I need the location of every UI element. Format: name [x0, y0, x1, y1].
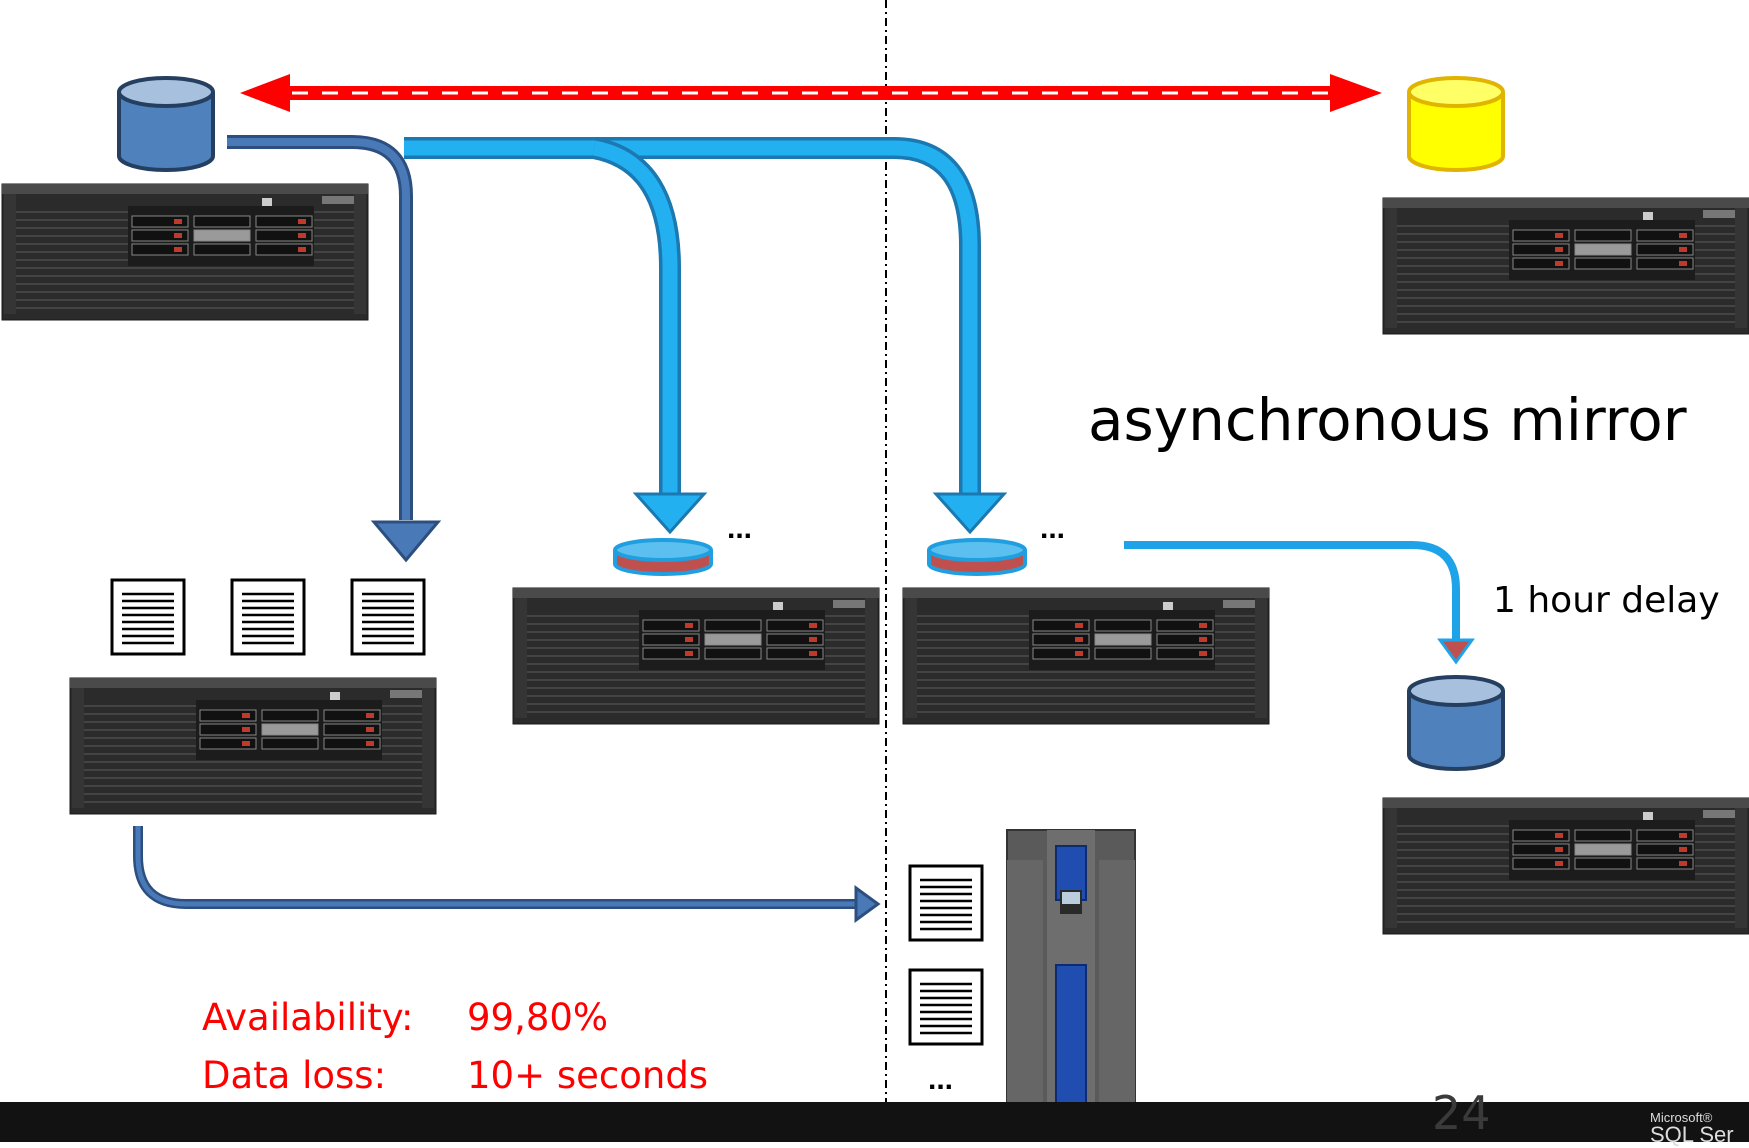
tape-backup-arrow: [133, 826, 881, 923]
availability-value: 99,80%: [467, 996, 609, 1039]
brand-logo: SQL Ser: [1650, 1122, 1734, 1147]
standby-disk-icon: [927, 538, 1027, 576]
primary-database-icon: [117, 76, 215, 172]
delay-arrow: [1124, 541, 1475, 665]
page-number: 24: [1432, 1086, 1491, 1140]
delay-label: 1 hour delay: [1493, 580, 1720, 621]
delayed-server: [1382, 797, 1749, 935]
availability-label: Availability:: [202, 996, 414, 1039]
more-servers-ellipsis: ...: [1040, 512, 1066, 545]
data-loss-label: Data loss:: [202, 1054, 387, 1097]
primary-server: [1, 183, 369, 321]
mirror-link-arrow: [240, 74, 1382, 112]
standby-disk-icon: [613, 538, 713, 576]
log-file-icon: [908, 864, 984, 942]
delayed-database-icon: [1407, 675, 1505, 771]
brand-small: Microsoft®: [1650, 1110, 1713, 1125]
more-servers-ellipsis: ...: [727, 512, 753, 545]
log-backup-arrow: [227, 135, 442, 563]
log-file-icon: [908, 968, 984, 1046]
footer-bar: [0, 1102, 1749, 1142]
more-files-ellipsis: ...: [928, 1063, 954, 1096]
log-shipping-server-1: [512, 587, 880, 725]
log-file-icon: [230, 578, 306, 656]
log-shipping-server-2: [902, 587, 1270, 725]
mirror-mode-label: asynchronous mirror: [1088, 386, 1687, 454]
log-file-icon: [350, 578, 426, 656]
mirror-server: [1382, 197, 1749, 335]
tape-library-icon: [1006, 829, 1136, 1142]
log-file-icon: [110, 578, 186, 656]
data-loss-value: 10+ seconds: [467, 1054, 709, 1097]
log-shipping-arrow: [404, 137, 1008, 535]
log-backup-server: [69, 677, 437, 815]
mirror-database-icon: [1407, 76, 1505, 172]
